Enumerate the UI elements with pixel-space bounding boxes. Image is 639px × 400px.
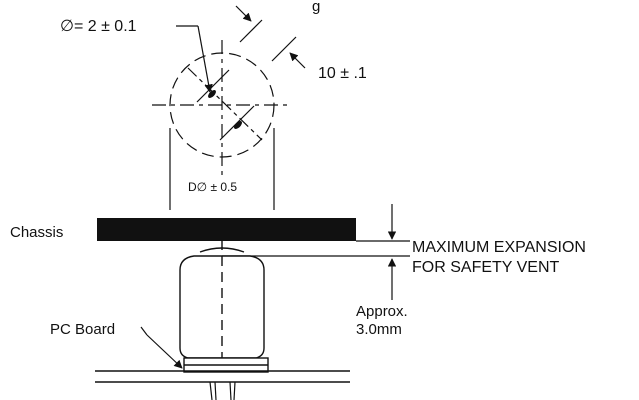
partial-top-label: g	[312, 0, 320, 15]
hole-diameter-label: D∅ ± 0.5	[188, 180, 237, 194]
approx-label-1: Approx.	[356, 303, 408, 320]
diameter-label: ∅= 2 ± 0.1	[60, 18, 137, 35]
lead-wires	[209, 381, 236, 400]
max-expansion-label-2: FOR SAFETY VENT	[412, 259, 560, 276]
pc-board-leader	[140, 326, 183, 369]
spacing-extension-upper	[239, 19, 263, 43]
pin-hole-lower	[234, 121, 242, 129]
hole-diameter-lines	[169, 128, 275, 210]
pc-board-label: PC Board	[50, 321, 115, 338]
pc-board	[95, 370, 350, 383]
capacitor	[179, 240, 269, 373]
pin-tick-upper	[196, 69, 230, 103]
spacing-label: 10 ± .1	[318, 65, 367, 82]
pin-axis-line	[187, 67, 263, 141]
spacing-arrow-lower	[289, 52, 306, 69]
spacing-extension-lower	[271, 36, 297, 62]
pin-hole-upper	[208, 90, 216, 98]
diameter-callout	[176, 25, 213, 93]
spacing-dimension	[235, 5, 306, 69]
spacing-arrow-upper	[235, 5, 252, 22]
chassis-label: Chassis	[10, 224, 63, 241]
max-expansion-label-1: MAXIMUM EXPANSION	[412, 239, 586, 256]
pin-holes	[208, 90, 242, 129]
approx-label-2: 3.0mm	[356, 321, 402, 338]
chassis-plate	[97, 218, 356, 241]
hole-pattern-view	[152, 40, 290, 175]
